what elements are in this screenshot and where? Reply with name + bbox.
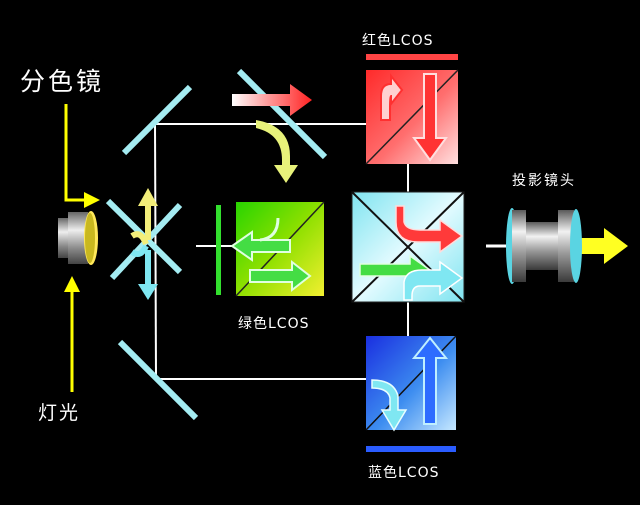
- lamp: [58, 211, 98, 265]
- red-lcos-panel: [365, 54, 459, 165]
- green-lcos-panel: [230, 201, 325, 297]
- output-beam: [486, 228, 628, 264]
- combiner-prism-cube: [351, 191, 465, 303]
- label-projection-lens: 投影镜头: [512, 173, 576, 189]
- green-turn-arrow: [256, 120, 298, 183]
- label-pointers: [64, 104, 86, 392]
- dichroic-split-arrows: [130, 188, 158, 300]
- dichroic-mirrors: [105, 68, 328, 421]
- red-incoming-arrow: [232, 84, 312, 116]
- label-green-lcos: 绿色LCOS: [238, 316, 310, 332]
- label-pointer-heads: [64, 192, 100, 292]
- label-lamp: 灯光: [38, 402, 81, 424]
- projection-lens: [506, 208, 582, 284]
- blue-lcos-panel: [365, 335, 457, 452]
- label-blue-lcos: 蓝色LCOS: [368, 465, 440, 481]
- label-dichroic-mirror: 分色镜: [20, 67, 105, 96]
- label-red-lcos: 红色LCOS: [362, 33, 434, 49]
- green-polarizer: [216, 205, 221, 295]
